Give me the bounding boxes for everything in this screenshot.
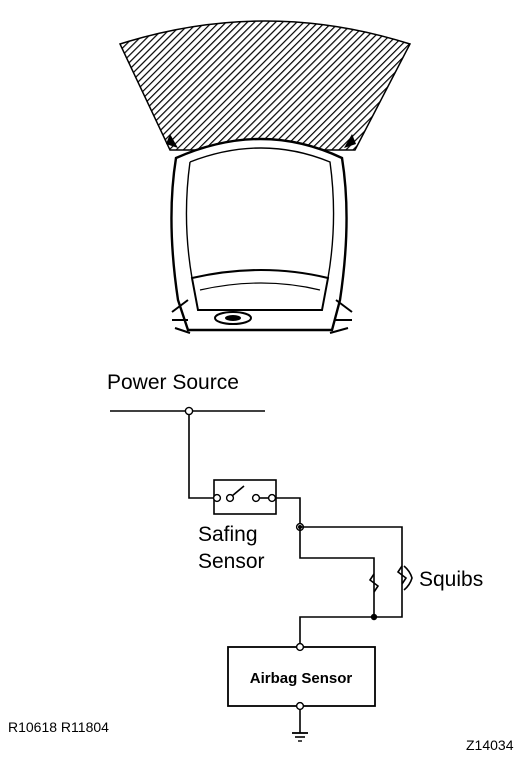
safing-output-wire — [276, 497, 301, 527]
column-hub-inner — [225, 315, 241, 321]
safing-sensor-terminal-1 — [212, 493, 222, 503]
power-feed-wire — [188, 414, 217, 499]
column-cover-inner — [189, 147, 335, 279]
safing-sensor-terminal-3 — [251, 493, 261, 503]
power-source-label: Power Source — [107, 371, 239, 394]
airbag-sensor-input-terminal — [295, 642, 305, 652]
safing-sensor-terminal-4 — [267, 493, 277, 503]
pad-bottom-inner — [199, 282, 321, 291]
safing-sensor-terminal-2 — [225, 493, 235, 503]
safing-sensor-box — [213, 479, 277, 515]
squib-return-wire — [299, 616, 374, 647]
squib-middle-branch-wire — [299, 527, 375, 617]
airbag-circuit-diagram: Power Source Safing Sensor Squibs — [107, 371, 483, 742]
left-arrow-mark — [166, 134, 178, 148]
ground-symbol-icon — [292, 732, 308, 742]
right-arrow-mark — [344, 134, 356, 148]
squib-right-symbol — [396, 565, 408, 585]
reference-codes-left: R10618 R11804 — [8, 719, 109, 735]
reference-code-right: Z14034 — [466, 737, 514, 753]
airbag-sensor-ground-terminal — [295, 701, 305, 711]
hatched-steering-wheel-area — [118, 20, 412, 151]
airbag-sensor-label: Airbag Sensor — [250, 670, 353, 687]
safing-sensor-switch-contact — [231, 485, 245, 497]
column-cover-inner-left — [185, 161, 193, 279]
left-mount-bracket — [171, 299, 191, 334]
squibs-label: Squibs — [419, 568, 483, 591]
steering-pad-illustration — [118, 20, 412, 334]
pad-bottom-opening — [190, 269, 330, 311]
power-tap-terminal — [184, 406, 194, 416]
safing-sensor-label-line1: Safing — [198, 523, 258, 546]
squibs-brace — [403, 565, 413, 591]
safing-sensor-label-line2: Sensor — [198, 550, 265, 573]
squib-middle-symbol — [368, 573, 380, 593]
right-mount-bracket — [329, 299, 353, 334]
squib-right-branch-wire — [300, 526, 403, 618]
